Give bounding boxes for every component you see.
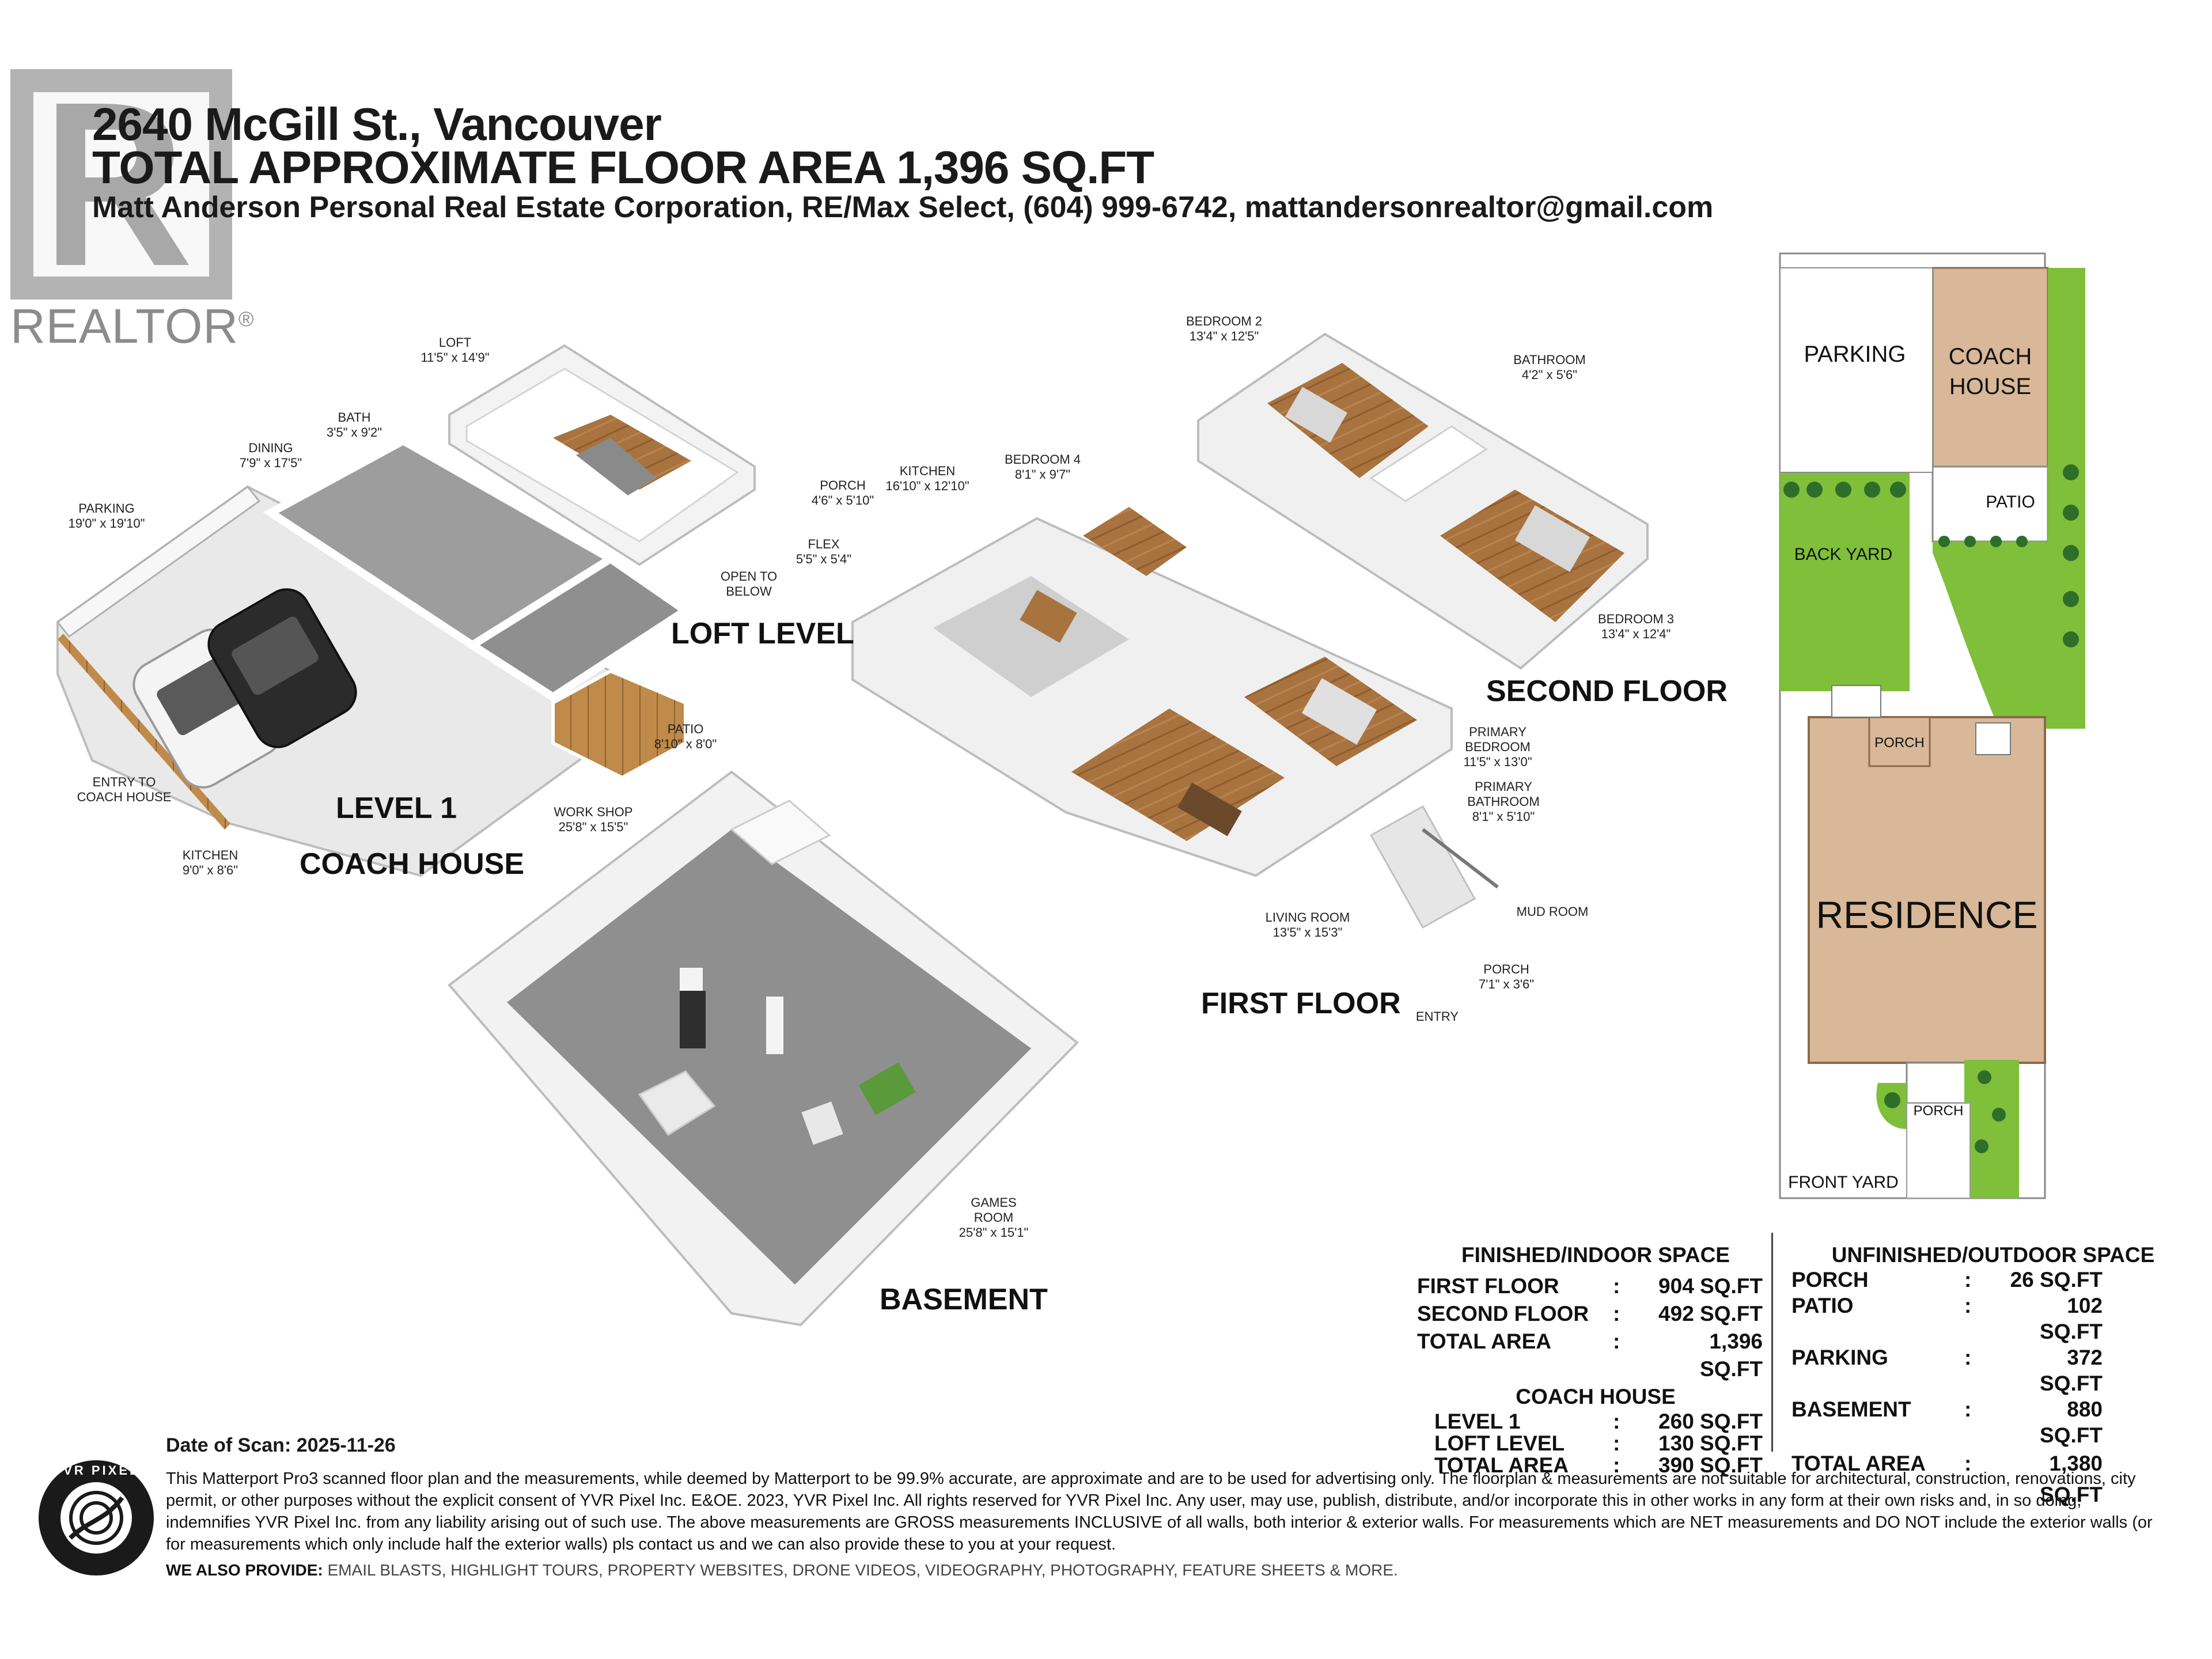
site-label-back-yard: BACK YARD [1794,545,1893,564]
yvr-pixel-text: YVR PIXEL [53,1463,140,1478]
unfinished-row: PORCH:26 SQ.FT [1791,1268,2103,1291]
level-title-basement: BASEMENT [880,1283,1048,1316]
first-floor-plan [851,507,1499,929]
finished-row: SECOND FLOOR:492 SQ.FT [1417,1302,1763,1325]
site-label-patio: PATIO [1986,493,2035,512]
disclaimer-text: This Matterport Pro3 scanned floor plan … [166,1469,2153,1554]
loft-level-plan [448,344,756,566]
also-provide-line: WE ALSO PROVIDE: EMAIL BLASTS, HIGHLIGHT… [166,1561,1398,1580]
yvr-pixel-badge: YVR PIXEL [36,1457,157,1578]
basement-plan [448,770,1079,1327]
level-title-second-floor: SECOND FLOOR [1486,675,1728,708]
finished-row: FIRST FLOOR:904 SQ.FT [1417,1274,1763,1298]
coach-row: TOTAL AREA:390 SQ.FT [1434,1453,1763,1477]
table-divider [1771,1233,1773,1452]
front-porch [1906,1062,1971,1104]
coach-house-level1-plan [56,435,693,877]
patio-footprint [1931,465,2049,543]
tree-icons [1783,464,2079,1153]
level-title-level1: LEVEL 1 [336,791,457,825]
site-plan [1779,252,2085,1199]
site-label-parking: PARKING [1804,342,1906,367]
property-address: 2640 McGill St., Vancouver [92,99,662,150]
parking-area [1779,267,1933,473]
also-provide-items: EMAIL BLASTS, HIGHLIGHT TOURS, PROPERTY … [327,1561,1398,1579]
registered-mark: ® [238,307,255,331]
unfinished-row: BASEMENT:880 SQ.FT [1791,1397,2103,1447]
level-title-coach-house: COACH HOUSE [300,847,525,881]
room-label-mud-room: MUD ROOM [1516,904,1589,919]
agent-contact-line: Matt Anderson Personal Real Estate Corpo… [92,191,1714,224]
realtor-logo: REALTOR® [10,69,254,353]
site-label-residence: RESIDENCE [1816,893,2038,936]
back-yard-lawn [1780,472,1910,691]
level-title-loft: LOFT LEVEL [671,617,854,650]
finished-space-title: FINISHED/INDOOR SPACE [1461,1243,1730,1267]
level-title-first-floor: FIRST FLOOR [1201,987,1401,1020]
coach-row: LEVEL 1:260 SQ.FT [1434,1410,1763,1433]
site-label-porch-back: PORCH [1874,735,1925,751]
room-label-entry: ENTRY [1415,1009,1459,1024]
side-lawn [1933,541,2048,729]
total-floor-area-title: TOTAL APPROXIMATE FLOOR AREA 1,396 SQ.FT [92,142,1154,193]
unfinished-space-table: UNFINISHED/OUTDOOR SPACE PORCH:26 SQ.FT … [1791,1241,2195,1510]
realtor-r-icon [10,69,232,300]
also-provide-label: WE ALSO PROVIDE: [166,1561,323,1579]
coach-row: LOFT LEVEL:130 SQ.FT [1434,1431,1763,1455]
realtor-wordmark: REALTOR [10,299,238,353]
car-black-icon [207,588,357,748]
unfinished-row: PARKING:372 SQ.FT [1791,1346,2103,1395]
site-label-front-yard: FRONT YARD [1788,1173,1899,1192]
unfinished-row: PATIO:102 SQ.FT [1791,1294,2103,1343]
finished-row: TOTAL AREA:1,396 SQ.FT [1417,1330,1763,1381]
yvr-pixel-logo-icon: YVR PIXEL [39,1460,154,1575]
scan-date: Date of Scan: 2025-11-26 [166,1434,396,1456]
unfinished-row: TOTAL AREA:1,380 SQ.FT [1791,1452,2103,1506]
finished-space-table: FINISHED/INDOOR SPACE FIRST FLOOR:904 SQ… [1417,1241,1774,1476]
site-label-porch-front: PORCH [1913,1103,1964,1119]
second-floor-plan [1197,332,1649,670]
residence-footprint [1808,716,2046,1064]
unfinished-space-title: UNFINISHED/OUTDOOR SPACE [1831,1243,2155,1267]
coach-house-subtitle: COACH HOUSE [1516,1385,1676,1408]
